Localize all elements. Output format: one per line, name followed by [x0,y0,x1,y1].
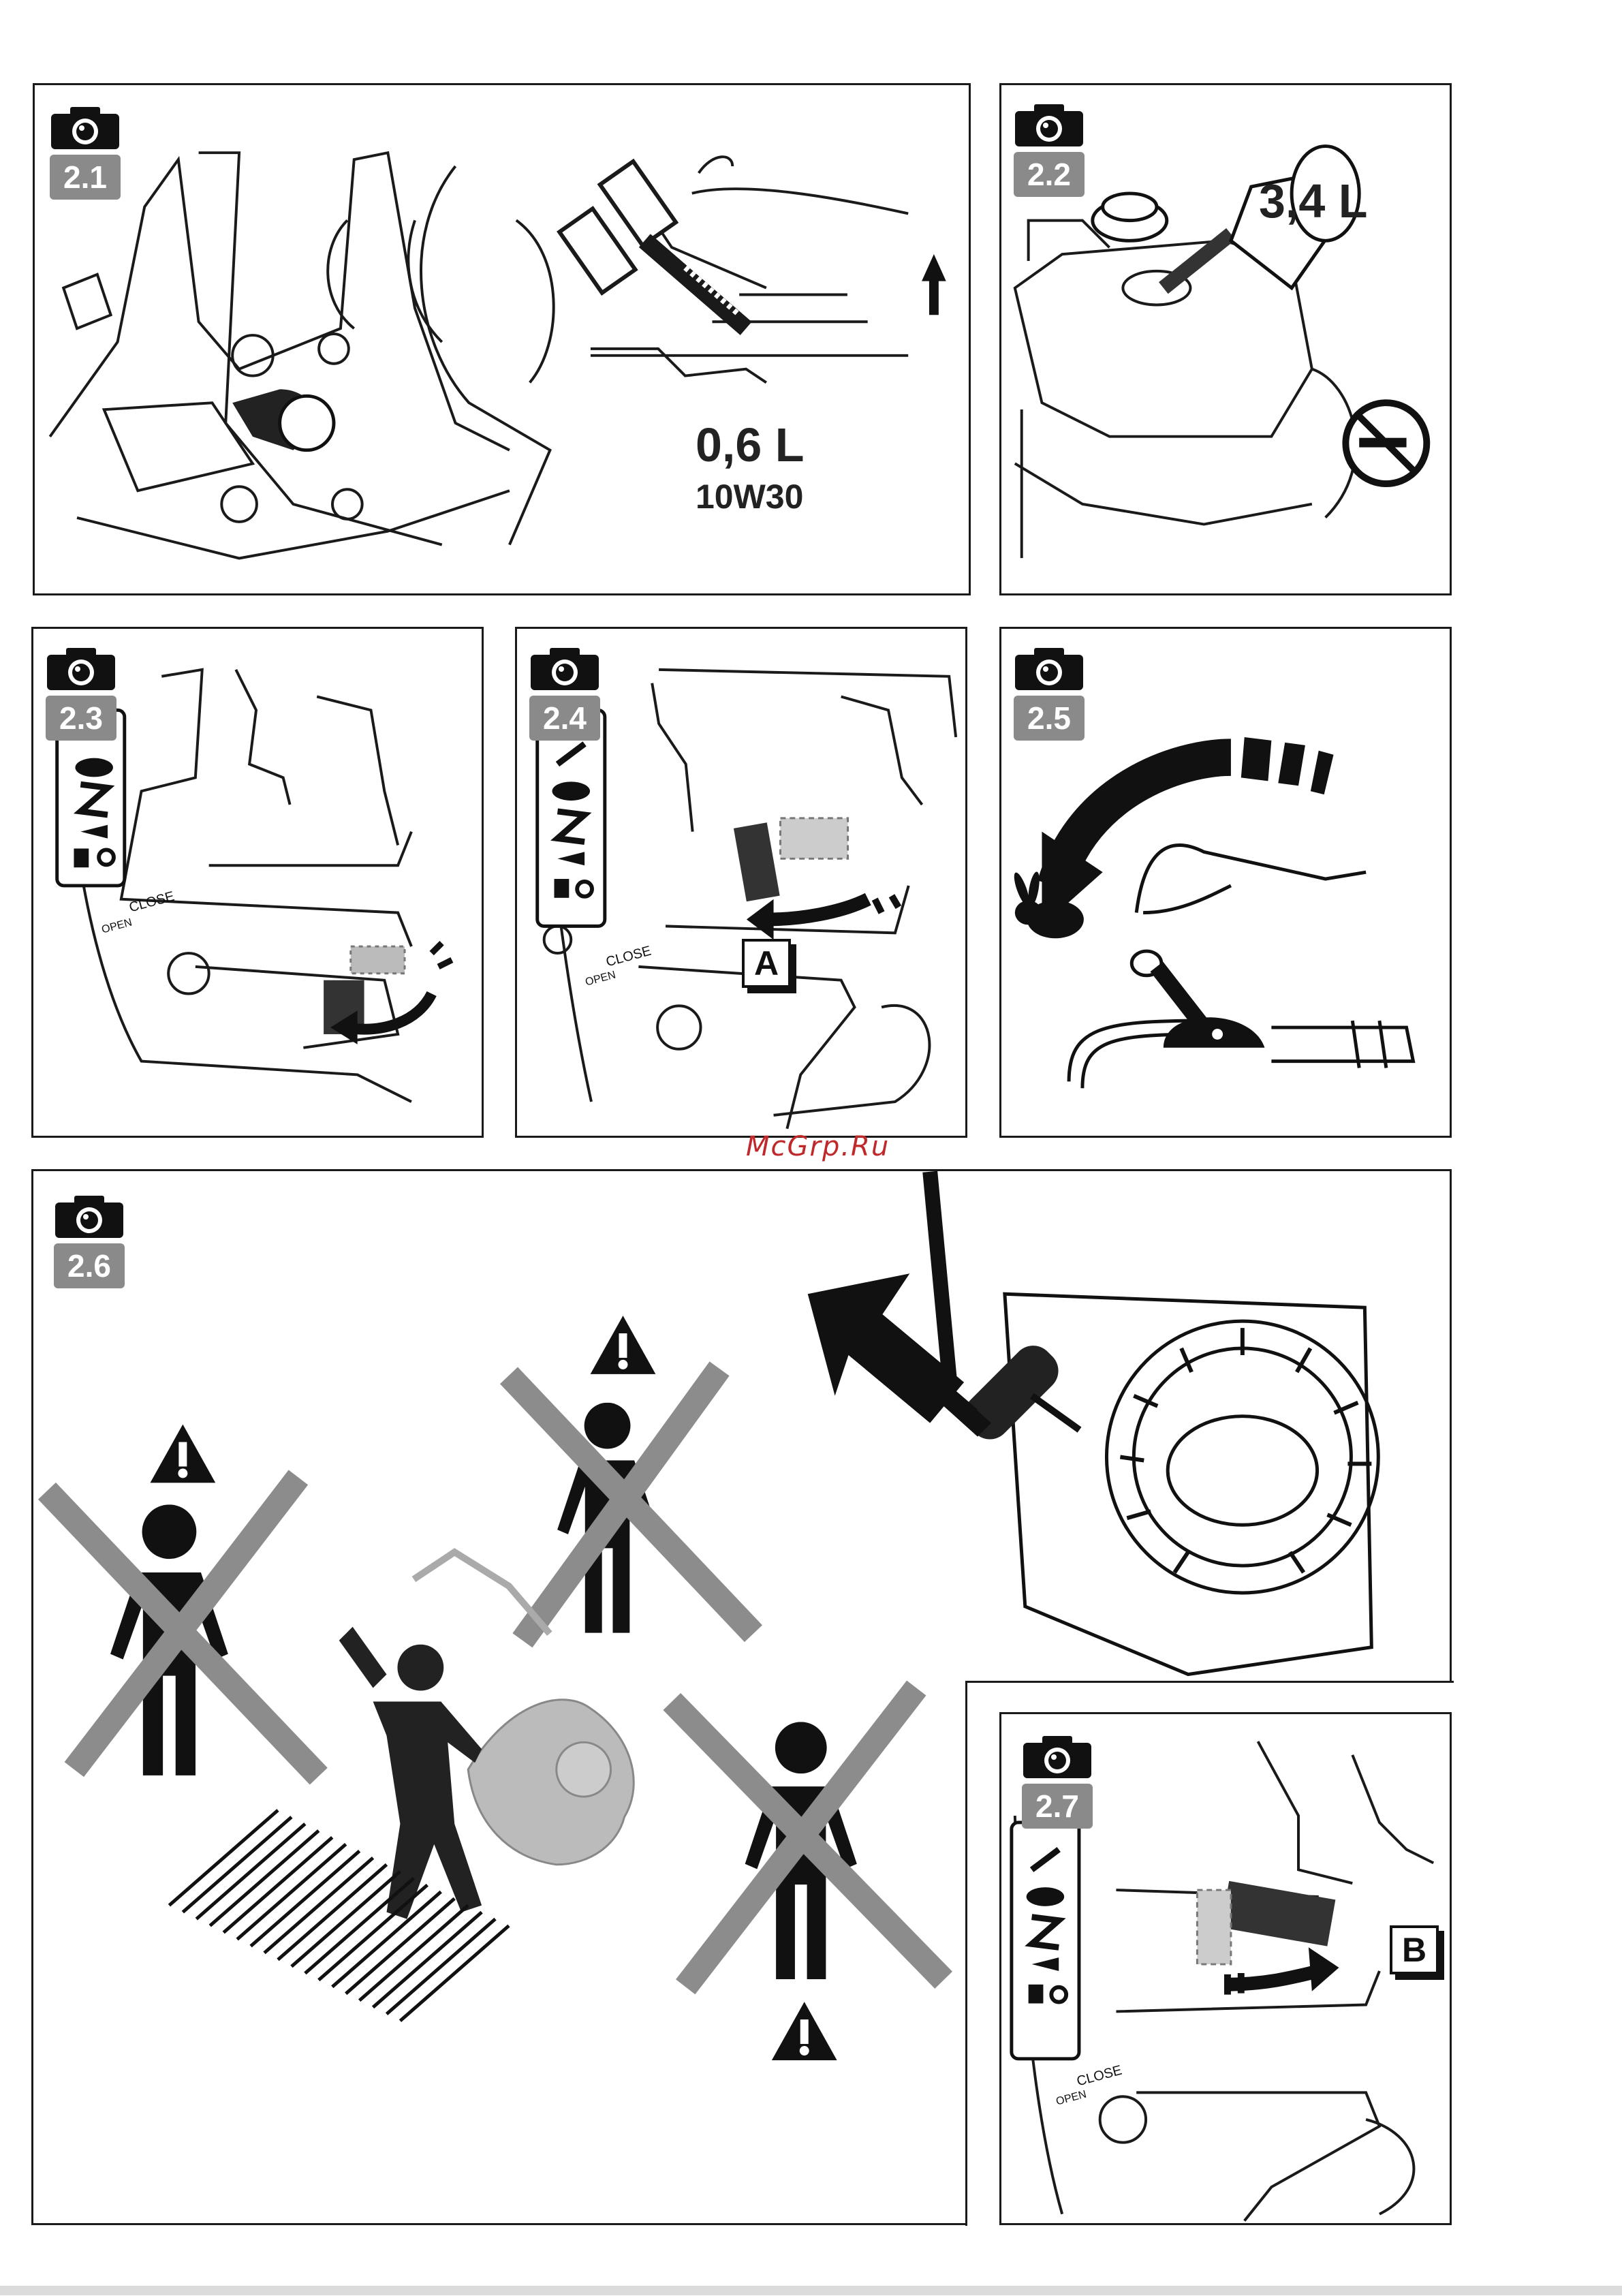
panel-2-3: 2.3 CLOSE OPEN [31,627,484,1138]
step-number: 2.1 [50,155,121,200]
step-badge: 2.2 [1014,103,1085,197]
step-badge: 2.3 [46,647,116,741]
watermark: McGrp.Ru [746,1131,890,1162]
camera-icon [1014,103,1085,148]
turtle-icon [75,758,112,777]
marker-a: A [742,939,791,988]
panel-2-7: 2.7 CLOSE OPEN B [999,1712,1452,2225]
no-smoking-icon [1345,403,1426,484]
step-number: 2.3 [46,696,116,741]
panel-2-6-inner-border [965,1681,967,2226]
fuel-icon [555,879,570,898]
marker-b: B [1390,1925,1439,1974]
camera-icon [1022,1735,1093,1780]
camera-icon [50,106,121,151]
step-number: 2.6 [54,1243,125,1288]
step-number: 2.5 [1014,696,1085,741]
step-badge: 2.1 [50,106,121,200]
warning-icon [151,1425,216,1483]
footer-line [0,2286,1622,2295]
step-number: 2.2 [1014,152,1085,197]
warning-icon [772,2002,837,2060]
step-badge: 2.6 [54,1194,125,1288]
camera-icon [529,647,600,692]
step-badge: 2.4 [529,647,600,741]
camera-icon [1014,647,1085,692]
turtle-icon [1027,1887,1064,1906]
step-number: 2.7 [1022,1784,1093,1829]
panel-2-6-inner-border-top [965,1681,1454,1683]
fuel-icon [1029,1985,1044,2004]
camera-icon [46,647,116,692]
fuel-icon [74,848,89,867]
oil-grade-label: 10W30 [696,477,803,516]
step-badge: 2.5 [1014,647,1085,741]
panel-2-4: 2.4 CLOSE OPEN A [515,627,967,1138]
step-badge: 2.7 [1022,1735,1093,1829]
engine-oil-fill-illustration [35,85,969,593]
fuel-volume-label: 3,4 L [1259,174,1368,228]
panel-2-1: 2.1 0,6 L 10W30 [33,83,971,595]
panel-2-6-bottom-border [31,2223,967,2225]
oil-volume-label: 0,6 L [696,418,805,472]
turtle-icon [552,781,590,801]
camera-icon [54,1194,125,1239]
warning-icon [591,1316,656,1374]
panel-2-5: 2.5 [999,627,1452,1138]
step-number: 2.4 [529,696,600,741]
panel-2-2: 2.2 3,4 L [999,83,1452,595]
